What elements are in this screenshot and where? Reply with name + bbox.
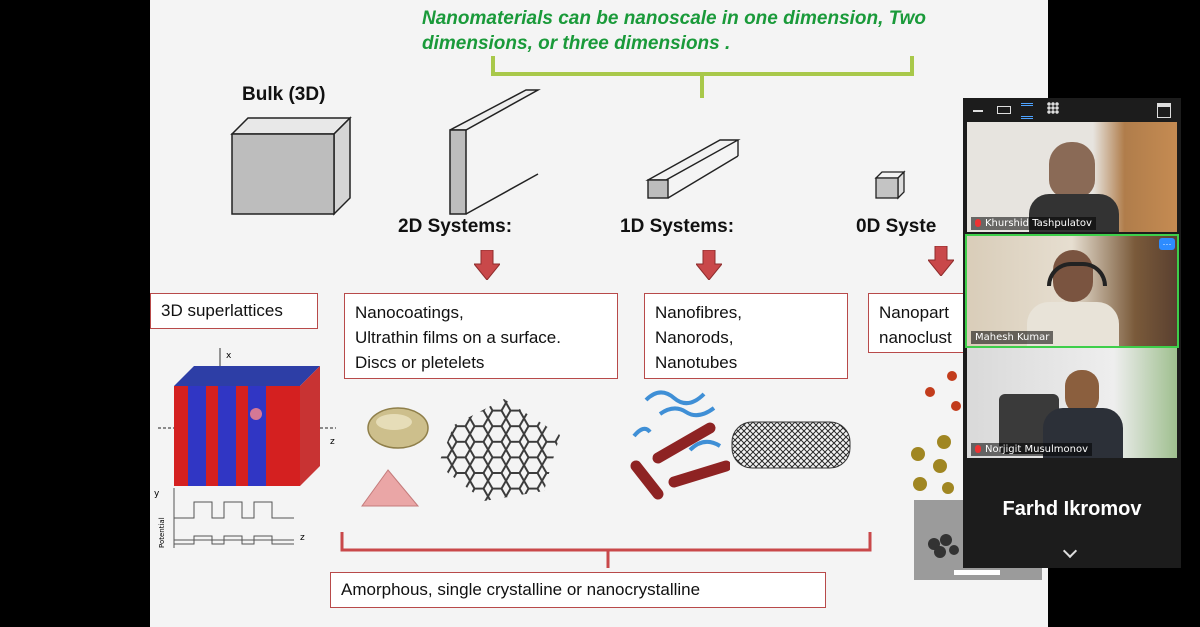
participant-name: Mahesh Kumar (971, 331, 1054, 344)
participant-name: Khurshid Tashpulatov (971, 217, 1096, 230)
headphones-icon (1047, 262, 1107, 286)
0d-systems-label: 0D Syste (856, 216, 937, 237)
mic-muted-icon (975, 219, 981, 227)
nanoparticles-image (911, 371, 961, 494)
mic-muted-icon (975, 445, 981, 453)
nanodisc-image (361, 407, 429, 507)
bulk-label: Bulk (3D) (242, 84, 326, 105)
down-arrow-icon (696, 250, 722, 280)
potential-label: Potential (158, 517, 166, 548)
bottom-bracket (340, 532, 872, 568)
down-arrow-icon (474, 250, 500, 280)
slide-header: Nanomaterials can be nanoscale in one di… (422, 6, 926, 56)
chevron-down-icon[interactable] (1062, 543, 1078, 559)
participants-panel: Khurshid Tashpulatov ··· Mahesh Kumar No… (963, 98, 1181, 568)
participant-avatar (1065, 370, 1099, 414)
axis-z2-label: z (300, 533, 305, 543)
speaker-view-icon[interactable] (1021, 103, 1033, 119)
superlattice-box: 3D superlattices (150, 293, 318, 329)
presentation-slide: Nanomaterials can be nanoscale in one di… (150, 0, 1048, 627)
panel-toolbar (963, 98, 1181, 120)
axis-y-label: y (154, 489, 160, 499)
nanofibres-nanorods-image (630, 390, 730, 500)
participant-name-large[interactable]: Farhd Ikromov (1002, 498, 1142, 520)
nanotube-image (731, 421, 851, 469)
fullscreen-icon[interactable] (1157, 103, 1171, 118)
participant-tile-active[interactable]: ··· Mahesh Kumar (965, 234, 1179, 348)
more-options-button[interactable]: ··· (1159, 238, 1175, 250)
bottom-label-box: Amorphous, single crystalline or nanocry… (330, 572, 826, 608)
1d-rod-image (645, 139, 741, 199)
header-bracket (491, 56, 914, 98)
minimize-icon[interactable] (973, 110, 983, 112)
1d-systems-label: 1D Systems: (620, 216, 735, 237)
participant-tile[interactable]: Khurshid Tashpulatov (967, 122, 1177, 232)
1d-examples-box: Nanofibres, Nanorods, Nanotubes (644, 293, 848, 379)
header-line-2: dimensions, or three dimensions . (422, 33, 731, 54)
minimize-bar-icon[interactable] (997, 106, 1011, 114)
bulk-cube-image (230, 116, 352, 216)
participant-avatar (1049, 142, 1095, 198)
2d-examples-box: Nanocoatings, Ultrathin films on a surfa… (344, 293, 618, 379)
participant-name: Norjigit Musulmonov (971, 443, 1093, 456)
gallery-view-icon[interactable] (1047, 102, 1059, 114)
superlattice-diagram: x z y z Potential (154, 348, 336, 548)
axis-x-label: x (226, 351, 232, 361)
participant-tile[interactable]: Norjigit Musulmonov (967, 348, 1177, 458)
2d-systems-label: 2D Systems: (398, 216, 513, 237)
axis-z1-label: z (330, 437, 335, 447)
down-arrow-icon (928, 246, 954, 276)
0d-dot-image (874, 170, 906, 200)
graphene-sheet-image (438, 399, 560, 501)
header-line-1: Nanomaterials can be nanoscale in one di… (422, 8, 926, 29)
2d-slab-image (449, 89, 541, 215)
